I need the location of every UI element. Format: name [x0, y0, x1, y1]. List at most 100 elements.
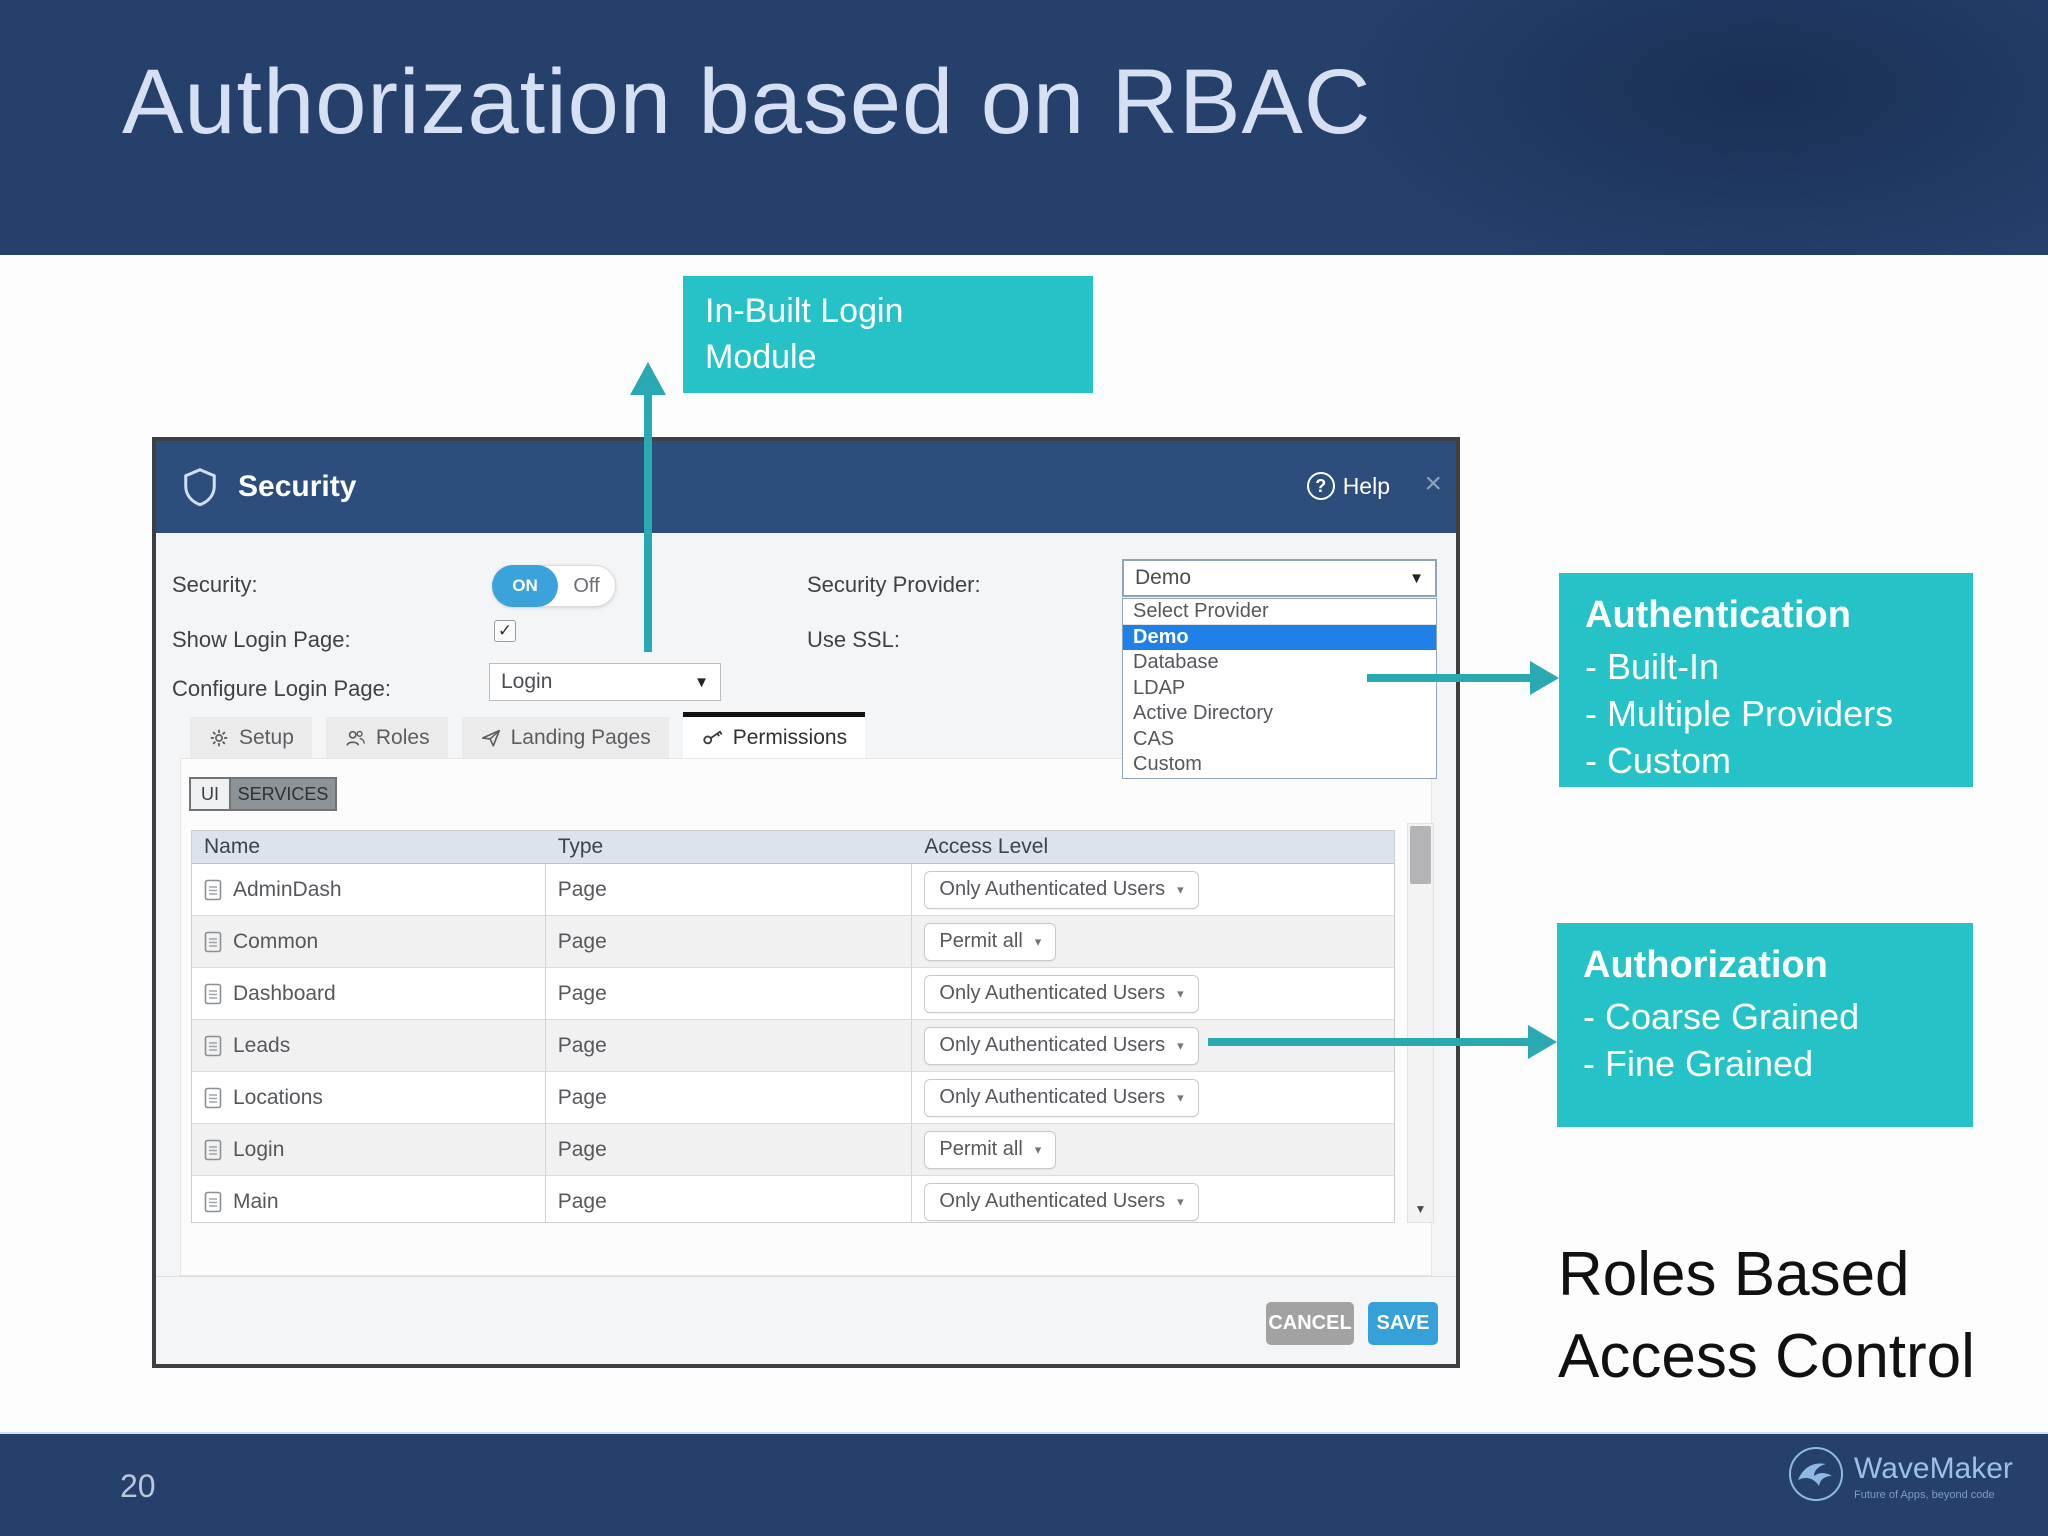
provider-option-demo[interactable]: Demo [1123, 624, 1436, 650]
row-name: AdminDash [233, 877, 342, 901]
arrow-up-head [630, 362, 666, 395]
document-icon [204, 1087, 222, 1109]
show-login-label: Show Login Page: [172, 627, 351, 652]
tab-permissions[interactable]: Permissions [682, 712, 866, 758]
cancel-button[interactable]: CANCEL [1266, 1302, 1354, 1345]
ui-services-switch: UI SERVICES [189, 777, 337, 811]
check-icon: ✓ [497, 621, 513, 640]
column-header-name: Name [204, 835, 261, 858]
configure-login-value: Login [501, 670, 553, 693]
caret-down-icon: ▼ [1409, 569, 1424, 587]
tab-permissions-label: Permissions [732, 725, 848, 749]
callout-authorization-title: Authorization [1583, 944, 1828, 986]
authorization-item: - Fine Grained [1583, 1043, 1814, 1085]
authentication-item: - Multiple Providers [1585, 693, 1894, 735]
callout-authorization: Authorization - Coarse Grained - Fine Gr… [1557, 923, 1973, 1127]
caret-down-icon: ▼ [694, 673, 709, 691]
row-name: Dashboard [233, 981, 336, 1005]
arrow-up-line [644, 393, 652, 652]
brand-logo: WaveMaker Future of Apps, beyond code [1788, 1446, 2013, 1507]
brand-name: WaveMaker [1854, 1452, 2013, 1485]
row-type: Page [546, 968, 913, 1019]
gear-icon [208, 727, 230, 749]
row-type: Page [546, 1020, 913, 1071]
subtab-services[interactable]: SERVICES [231, 779, 335, 809]
provider-label: Security Provider: [807, 572, 981, 597]
row-name: Login [233, 1137, 285, 1161]
table-row: Locations Page Only Authenticated Users▾ [192, 1072, 1394, 1124]
tab-landing-pages[interactable]: Landing Pages [461, 717, 669, 758]
use-ssl-label: Use SSL: [807, 627, 900, 652]
document-icon [204, 879, 222, 901]
provider-option-select-provider[interactable]: Select Provider [1123, 599, 1436, 625]
row-type: Page [546, 1176, 913, 1222]
tab-setup[interactable]: Setup [190, 717, 312, 758]
table-scrollbar[interactable]: ▼ [1407, 823, 1434, 1223]
access-level-dropdown[interactable]: Permit all▾ [924, 1130, 1057, 1169]
row-type: Page [546, 864, 913, 915]
subtab-ui[interactable]: UI [191, 779, 231, 809]
provider-select[interactable]: Demo ▼ [1122, 559, 1437, 597]
key-icon [701, 726, 724, 749]
scrollbar-down-arrow[interactable]: ▼ [1414, 1202, 1427, 1216]
access-level-value: Only Authenticated Users [939, 1190, 1166, 1212]
configure-login-select[interactable]: Login ▼ [489, 663, 721, 701]
access-level-dropdown[interactable]: Only Authenticated Users▾ [924, 1078, 1199, 1117]
callout-login-line2: Module [705, 337, 817, 376]
security-dialog: Security ? Help × Security: ON Off Show … [152, 437, 1460, 1368]
access-level-dropdown[interactable]: Only Authenticated Users▾ [924, 1026, 1199, 1065]
callout-login-module: In-Built Login Module [683, 276, 1093, 393]
arrow-authentication-head [1530, 661, 1559, 695]
provider-option-custom[interactable]: Custom [1133, 753, 1202, 775]
title-band [0, 0, 2048, 255]
row-type: Page [546, 1124, 913, 1175]
provider-option-active-directory[interactable]: Active Directory [1133, 702, 1274, 724]
permissions-table: Name Type Access Level AdminDash Page On… [191, 830, 1395, 1223]
document-icon [204, 1191, 222, 1213]
tab-roles[interactable]: Roles [325, 717, 448, 758]
arrow-authentication-line [1367, 674, 1531, 682]
security-toggle[interactable]: ON Off [492, 565, 616, 607]
shield-icon [182, 467, 218, 507]
access-level-value: Only Authenticated Users [939, 982, 1166, 1004]
row-name: Main [233, 1189, 279, 1213]
arrow-authorization-head [1528, 1025, 1557, 1059]
rbac-caption-line2: Access Control [1558, 1321, 1975, 1391]
help-button[interactable]: ? Help [1306, 472, 1390, 500]
save-button[interactable]: SAVE [1368, 1302, 1438, 1345]
wave-logo-icon [1788, 1446, 1844, 1507]
row-name: Locations [233, 1085, 323, 1109]
access-level-dropdown[interactable]: Only Authenticated Users▾ [924, 1182, 1199, 1221]
authentication-item: - Built-In [1585, 646, 1720, 688]
provider-option-ldap[interactable]: LDAP [1133, 676, 1186, 699]
callout-authentication: Authentication - Built-In - Multiple Pro… [1559, 573, 1973, 787]
close-icon[interactable]: × [1424, 467, 1442, 500]
toggle-on-segment[interactable]: ON [492, 565, 558, 607]
tab-setup-label: Setup [239, 725, 294, 749]
access-level-value: Permit all [939, 930, 1023, 952]
access-level-dropdown[interactable]: Only Authenticated Users▾ [924, 870, 1199, 909]
slide-title: Authorization based on RBAC [122, 51, 1372, 153]
provider-option-cas[interactable]: CAS [1133, 727, 1175, 750]
document-icon [204, 931, 222, 953]
table-row: AdminDash Page Only Authenticated Users▾ [192, 864, 1394, 916]
toggle-off-segment[interactable]: Off [573, 574, 600, 597]
security-label: Security: [172, 572, 258, 597]
show-login-checkbox[interactable]: ✓ [494, 620, 516, 642]
brand-tagline: Future of Apps, beyond code [1854, 1489, 1995, 1501]
paper-plane-icon [480, 727, 502, 749]
dialog-tabs: Setup Roles Landing Pages Permissions [190, 712, 879, 758]
provider-option-database[interactable]: Database [1133, 651, 1219, 673]
document-icon [204, 1139, 222, 1161]
provider-value: Demo [1135, 566, 1192, 589]
table-header: Name Type Access Level [192, 831, 1394, 864]
access-level-dropdown[interactable]: Only Authenticated Users▾ [924, 974, 1199, 1013]
rbac-caption: Roles Based Access Control [1558, 1234, 1975, 1398]
table-body: AdminDash Page Only Authenticated Users▾… [192, 864, 1394, 1222]
table-row: Main Page Only Authenticated Users▾ [192, 1176, 1394, 1222]
scrollbar-thumb[interactable] [1410, 826, 1431, 884]
access-level-dropdown[interactable]: Permit all ▾ [924, 922, 1057, 961]
dialog-footer-divider [156, 1276, 1456, 1277]
caret-down-icon: ▾ [1034, 933, 1042, 949]
